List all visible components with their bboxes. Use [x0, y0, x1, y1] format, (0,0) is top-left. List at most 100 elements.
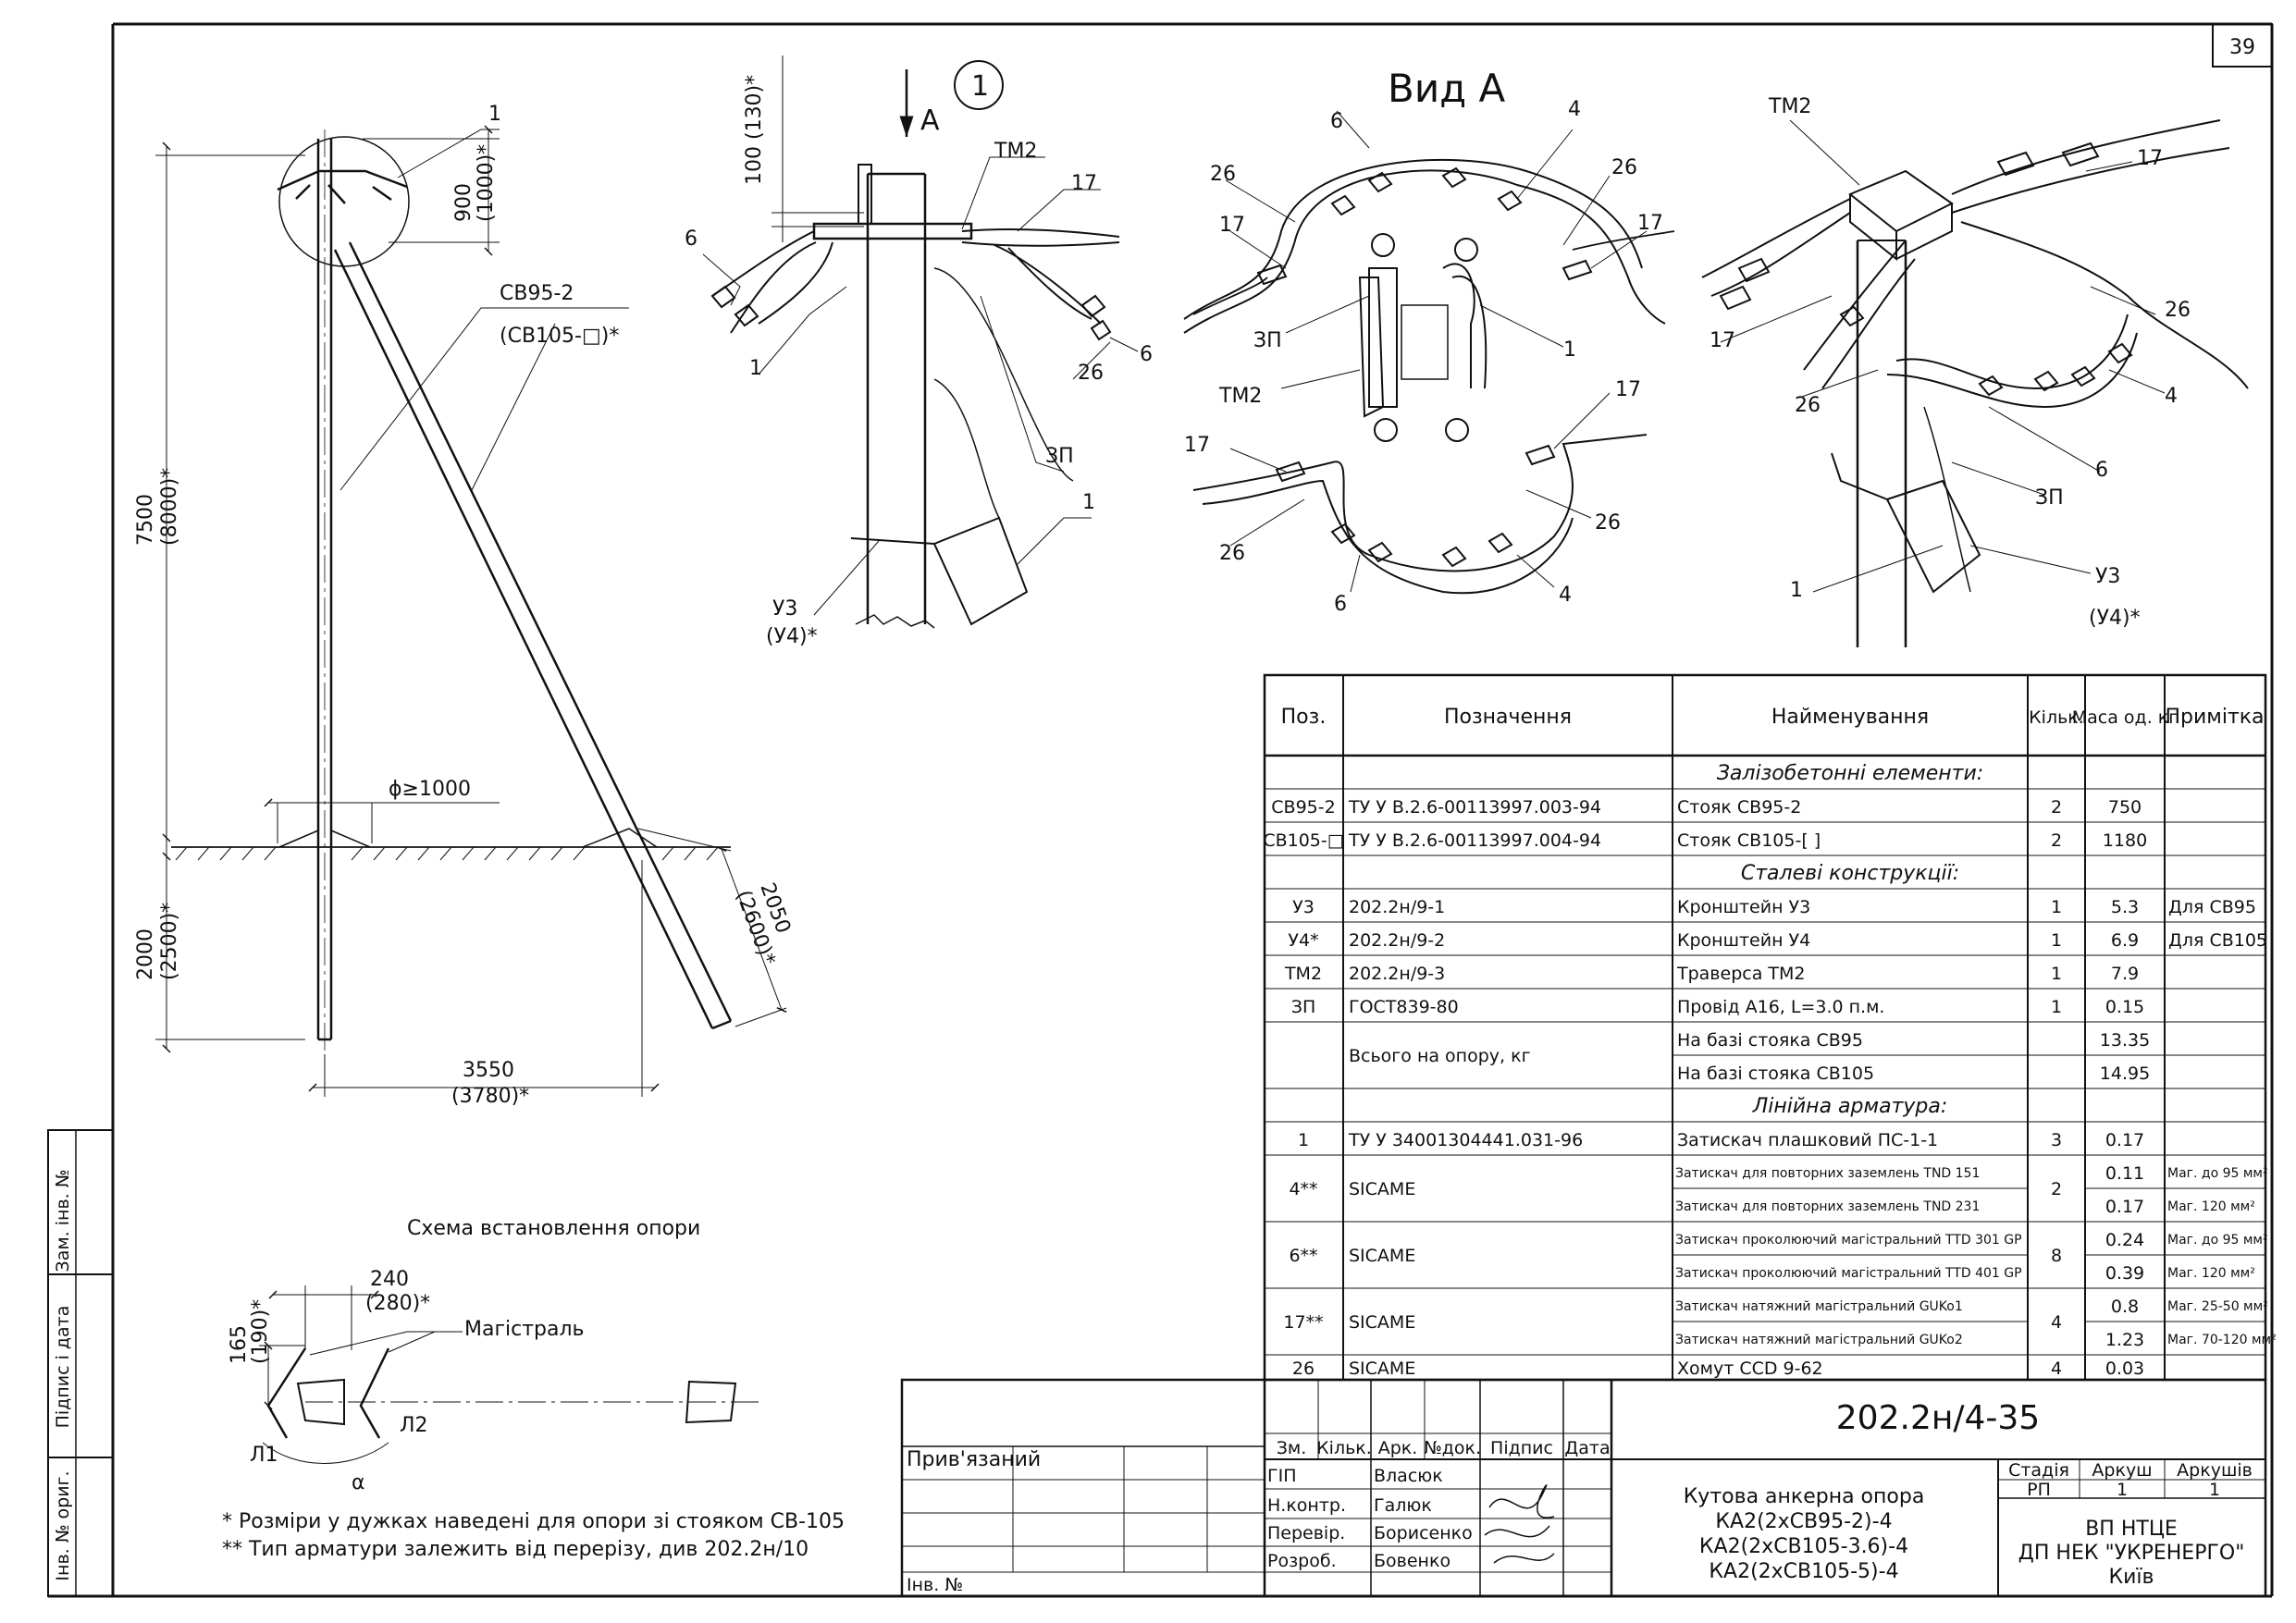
rev-h-zm: Зм. — [1277, 1438, 1307, 1458]
side-stamp-orig: Інв. № ориг. — [53, 1470, 73, 1580]
spec-row-lines — [1265, 788, 2265, 1356]
d1-y3: У3 — [772, 597, 797, 621]
th-qty: Кільк. — [2029, 707, 2084, 728]
va-17c: 17 — [1615, 378, 1641, 401]
scheme-title: Схема встановлення опори — [407, 1217, 700, 1240]
cell-name: Хомут CCD 9-62 — [1677, 1359, 1823, 1379]
detail-1-drawing — [702, 55, 1139, 629]
cell-qty: 3 — [2051, 1130, 2062, 1150]
cell-des: SICAME — [1349, 1179, 1415, 1199]
view-a-title: Вид А — [1388, 66, 1505, 111]
va-tm2: ТМ2 — [1218, 385, 1262, 408]
cell-note: Маг. 120 мм² — [2167, 1199, 2255, 1214]
cell-mass: 14.95 — [2100, 1064, 2150, 1084]
table-row: СВ105-□ ТУ У В.2.6-00113997.004-94 Стояк… — [1263, 830, 2147, 851]
sheet-h: Аркуш — [2092, 1460, 2152, 1481]
cell-qty: 1 — [2051, 997, 2062, 1017]
cell-mass: 7.9 — [2111, 964, 2139, 984]
cell-des: 202.2н/9-3 — [1349, 964, 1445, 984]
cell-pos: 17** — [1283, 1312, 1323, 1333]
d1-y4: (У4)* — [766, 625, 818, 648]
cell-mass: 1.23 — [2105, 1330, 2144, 1350]
cell-name: Стояк СВ95-2 — [1677, 797, 1801, 818]
cell-mass: 0.17 — [2105, 1130, 2144, 1150]
cell-des: SICAME — [1349, 1359, 1415, 1379]
cell-name: На базі стояка СВ105 — [1677, 1064, 1874, 1084]
scheme-280: (280)* — [365, 1292, 430, 1315]
cell-des: 202.2н/9-1 — [1349, 897, 1445, 917]
iso-26a: 26 — [2165, 299, 2191, 322]
object-title-1: Кутова анкерна опора — [1684, 1485, 1925, 1508]
dim-2000: 2000 — [134, 928, 157, 980]
cell-qty: 4 — [2051, 1359, 2062, 1379]
cell-mass: 0.24 — [2105, 1230, 2144, 1250]
section-concrete: Залізобетонні елементи: — [1717, 762, 1983, 785]
d1-6b: 6 — [1140, 343, 1153, 366]
iso-1: 1 — [1790, 579, 1803, 602]
cell-qty: 4 — [2051, 1312, 2062, 1333]
table-row: 6** SICAME Затискач проколюючий магістра… — [1289, 1230, 2267, 1266]
cell-pos: ТМ2 — [1284, 964, 1322, 984]
scheme-alpha: α — [352, 1471, 365, 1494]
cell-note: Для СВ95 — [2168, 897, 2256, 917]
va-17d: 17 — [1184, 434, 1210, 457]
cell-pos: 1 — [1298, 1130, 1309, 1150]
table-row: Затискач натяжний магістральний GUKo2 1.… — [1675, 1330, 2277, 1350]
va-6a: 6 — [1330, 110, 1343, 133]
table-row: 17** SICAME Затискач натяжний магістраль… — [1283, 1297, 2267, 1333]
th-des: Позначення — [1444, 706, 1572, 729]
va-26b: 26 — [1611, 156, 1637, 179]
rev-h-sign: Підпис — [1490, 1438, 1553, 1458]
cell-qty: 2 — [2051, 1179, 2062, 1199]
cell-name: Затискач для повторних заземлень TND 151 — [1675, 1166, 1980, 1181]
cell-pos: ЗП — [1291, 997, 1315, 1017]
attached-label: Прив'язаний — [907, 1448, 1041, 1471]
table-row: СВ95-2 ТУ У В.2.6-00113997.003-94 Стояк … — [1271, 797, 2142, 818]
role-dev: Розроб. — [1267, 1551, 1337, 1571]
dim-3550: 3550 — [463, 1059, 514, 1082]
cell-pos: У3 — [1292, 897, 1315, 917]
cell-pos: СВ95-2 — [1271, 797, 1335, 818]
stage-v: РП — [2027, 1480, 2051, 1500]
cell-qty: 1 — [2051, 964, 2062, 984]
cell-mass: 5.3 — [2111, 897, 2139, 917]
iso-17b: 17 — [1710, 329, 1735, 352]
va-26a: 26 — [1210, 163, 1236, 186]
spec-table — [1263, 673, 2267, 1382]
view-a-drawing — [1183, 110, 1675, 595]
dim-7500: 7500 — [134, 494, 157, 546]
va-17b: 17 — [1637, 212, 1663, 235]
dim-1000: (1000)* — [475, 144, 498, 222]
va-1: 1 — [1563, 338, 1576, 362]
callout-circle-1: 1 — [971, 70, 989, 103]
d1-1a: 1 — [749, 357, 762, 380]
va-26d: 26 — [1595, 511, 1621, 535]
cell-name: Стояк СВ105-[ ] — [1677, 830, 1821, 851]
cell-note: Маг. 70-120 мм² — [2167, 1333, 2277, 1347]
cell-mass: 750 — [2108, 797, 2142, 818]
d1-zp: ЗП — [1045, 445, 1074, 468]
d1-tm2: ТМ2 — [994, 140, 1037, 163]
cell-des: SICAME — [1349, 1246, 1415, 1266]
cell-name: Затискач проколюючий магістральний TTD 4… — [1675, 1266, 2022, 1281]
cell-name: Кронштейн У4 — [1677, 930, 1810, 951]
cell-name: Затискач проколюючий магістральний TTD 3… — [1675, 1233, 2022, 1248]
inv-label: Інв. № — [907, 1575, 963, 1595]
table-row: ТМ2 202.2н/9-3 Траверса ТМ2 1 7.9 — [1284, 964, 2139, 984]
d1-1b: 1 — [1082, 491, 1095, 514]
cell-mass: 0.8 — [2111, 1297, 2139, 1317]
cell-mass: 0.15 — [2105, 997, 2144, 1017]
name-gip: Власюк — [1374, 1466, 1443, 1486]
cell-name: Кронштейн У3 — [1677, 897, 1810, 917]
cell-pos: 26 — [1292, 1359, 1315, 1379]
iso-17a: 17 — [2137, 147, 2163, 170]
cell-des: ТУ У В.2.6-00113997.003-94 — [1348, 797, 1601, 818]
object-title-4: КА2(2хСВ105-5)-4 — [1709, 1560, 1898, 1583]
cell-des: 202.2н/9-2 — [1349, 930, 1445, 951]
scheme-l1: Л1 — [250, 1444, 278, 1467]
isometric-view-drawing — [1701, 119, 2249, 647]
callout-cb105: (СВ105-□)* — [500, 325, 619, 348]
arrow-a-label: А — [920, 105, 940, 137]
cell-name: На базі стояка СВ95 — [1677, 1030, 1863, 1051]
scheme-165: 165 — [228, 1325, 251, 1364]
